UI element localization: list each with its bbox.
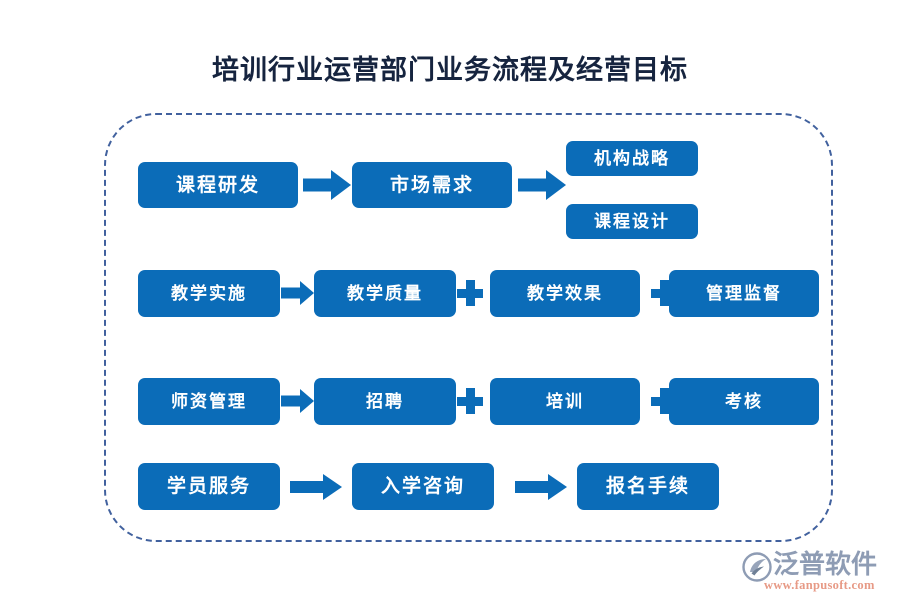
node-assessment[interactable]: 考核 [669,378,819,425]
arrow-faculty-to-recruit [281,389,314,413]
node-faculty-management[interactable]: 师资管理 [138,378,280,425]
node-enrollment-procedure[interactable]: 报名手续 [577,463,719,510]
page-title: 培训行业运营部门业务流程及经营目标 [212,55,688,85]
node-student-service[interactable]: 学员服务 [138,463,280,510]
node-teaching-effect[interactable]: 教学效果 [490,270,640,317]
node-org-strategy[interactable]: 机构战略 [566,141,698,176]
plus-separator-recruit-training [457,388,483,414]
node-recruitment[interactable]: 招聘 [314,378,456,425]
plus-separator-training-assessment [651,388,677,414]
watermark-logo: 泛普软件 www.fanpusoft.com [742,549,894,595]
watermark-brand: 泛普软件 [773,549,878,579]
arrow-implementation-to-quality [281,281,314,305]
node-market-demand[interactable]: 市场需求 [352,162,512,208]
node-course-rnd[interactable]: 课程研发 [138,162,298,208]
flow-container [104,113,833,542]
arrow-demand-to-branch [518,170,566,200]
watermark-url: www.fanpusoft.com [764,578,875,592]
arrow-rnd-to-demand [303,170,351,200]
fanpu-logo-icon [742,552,772,582]
node-management-supervision[interactable]: 管理监督 [669,270,819,317]
plus-separator-effect-supervision [651,280,677,306]
node-admission-consultation[interactable]: 入学咨询 [352,463,494,510]
node-teaching-quality[interactable]: 教学质量 [314,270,456,317]
node-training[interactable]: 培训 [490,378,640,425]
plus-separator-quality-effect [457,280,483,306]
arrow-service-to-consult [290,474,342,500]
node-teaching-implementation[interactable]: 教学实施 [138,270,280,317]
node-course-design[interactable]: 课程设计 [566,204,698,239]
arrow-consult-to-enroll [515,474,567,500]
